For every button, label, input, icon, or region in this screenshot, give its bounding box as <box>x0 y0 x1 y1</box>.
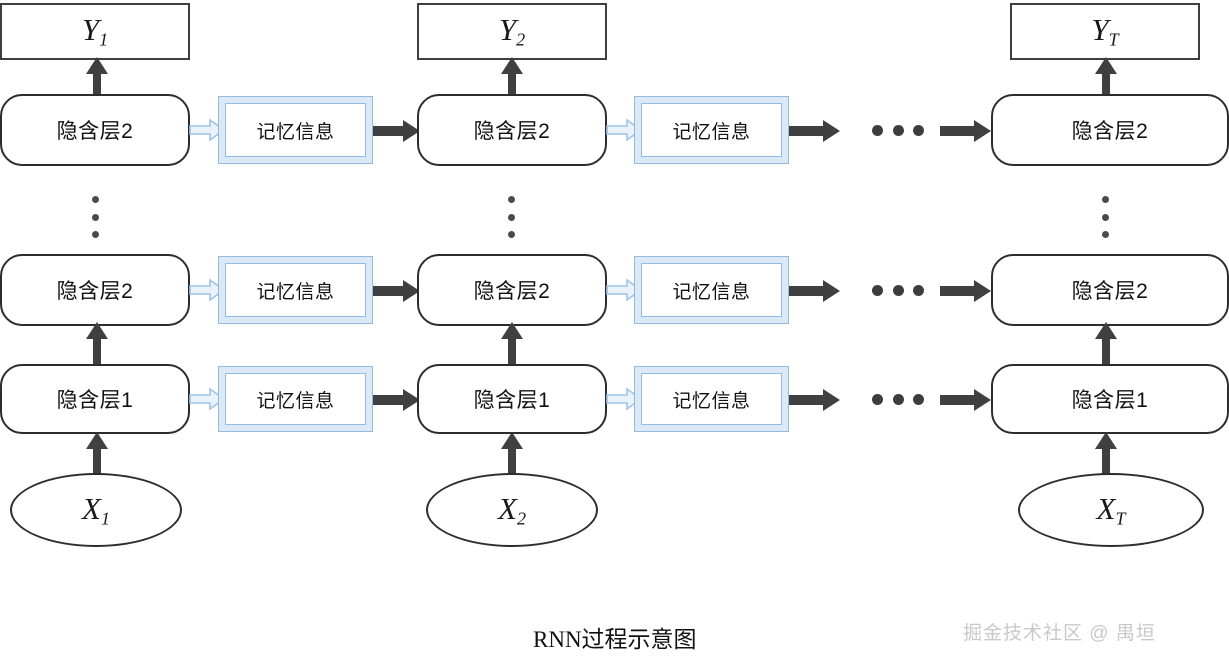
input-label-x1: X1 <box>82 490 110 529</box>
hidden-cell-t2-bottom[interactable]: 隐含层1 <box>417 364 607 434</box>
ellipsis-horizontal-bottom <box>872 394 924 405</box>
arrow-h1-to-h2-t1 <box>83 322 111 366</box>
arrow-h1-to-h2-t2 <box>498 322 526 366</box>
ellipsis-vertical-tT <box>1102 196 1109 238</box>
arrow-h2-to-y1 <box>83 57 111 97</box>
blue-arrow-t1-mid <box>189 278 226 302</box>
memory-cell-inner: 记忆信息 <box>225 373 366 425</box>
dot <box>92 196 99 203</box>
memory-cell-inner: 记忆信息 <box>641 263 782 317</box>
dot <box>872 125 883 136</box>
dark-arrow-dots-to-tT-top <box>940 120 992 142</box>
memory-cell-inner: 记忆信息 <box>225 103 366 157</box>
memory-cell-t1-bottom[interactable]: 记忆信息 <box>218 366 373 432</box>
hidden-cell-label: 隐含层2 <box>473 120 551 143</box>
memory-cell-label: 记忆信息 <box>672 121 751 143</box>
hidden-cell-t1-bottom[interactable]: 隐含层1 <box>0 364 190 434</box>
output-label-yt: YT <box>1091 12 1119 50</box>
dot <box>913 125 924 136</box>
dot <box>892 394 904 405</box>
dot <box>892 285 904 296</box>
hidden-cell-t2-top[interactable]: 隐含层2 <box>417 94 607 166</box>
dot <box>508 213 515 221</box>
hidden-cell-t1-mid[interactable]: 隐含层2 <box>0 254 190 326</box>
arrow-h2-to-yt <box>1092 57 1120 97</box>
hidden-cell-label: 隐含层2 <box>56 280 134 303</box>
watermark: 掘金技术社区 @ 禺垣 <box>963 623 1156 644</box>
blue-arrow-t1-top <box>189 118 226 142</box>
hidden-cell-label: 隐含层2 <box>1071 280 1149 303</box>
hidden-cell-label: 隐含层1 <box>1071 389 1149 412</box>
memory-cell-inner: 记忆信息 <box>641 103 782 157</box>
dark-arrow-t1-to-t2-mid <box>373 280 421 302</box>
hidden-cell-label: 隐含层2 <box>1071 120 1149 143</box>
dark-arrow-t2-to-dots-mid <box>789 280 841 302</box>
dot <box>92 231 99 238</box>
hidden-cell-label: 隐含层1 <box>56 389 134 412</box>
dot <box>1102 213 1109 221</box>
memory-cell-t2-mid[interactable]: 记忆信息 <box>634 256 789 324</box>
arrow-xt-to-h1 <box>1092 432 1120 476</box>
hidden-cell-label: 隐含层2 <box>473 280 551 303</box>
blue-arrow-t1-bottom <box>189 387 226 411</box>
input-oval-x1: X1 <box>10 473 182 547</box>
ellipsis-horizontal-top <box>872 125 924 136</box>
hidden-cell-t1-top[interactable]: 隐含层2 <box>0 94 190 166</box>
output-box-y1: Y1 <box>0 3 190 60</box>
input-label-x2: X2 <box>498 490 526 529</box>
input-oval-x2: X2 <box>426 473 598 547</box>
dark-arrow-t2-to-dots-top <box>789 120 841 142</box>
dot <box>1102 231 1109 238</box>
hidden-cell-tT-top[interactable]: 隐含层2 <box>991 94 1229 166</box>
memory-cell-t1-top[interactable]: 记忆信息 <box>218 96 373 164</box>
dot <box>508 231 515 238</box>
dot <box>872 285 883 296</box>
dark-arrow-dots-to-tT-mid <box>940 280 992 302</box>
dark-arrow-t1-to-t2-top <box>373 120 421 142</box>
hidden-cell-label: 隐含层2 <box>56 120 134 143</box>
output-label-y2: Y2 <box>498 12 526 50</box>
output-box-y2: Y2 <box>417 3 607 60</box>
arrow-h2-to-y2 <box>498 57 526 97</box>
input-label-xt: XT <box>1096 490 1126 529</box>
dot <box>892 125 904 136</box>
dark-arrow-dots-to-tT-bottom <box>940 389 992 411</box>
dark-arrow-t1-to-t2-bottom <box>373 389 421 411</box>
dark-arrow-t2-to-dots-bottom <box>789 389 841 411</box>
dot <box>913 394 924 405</box>
memory-cell-label: 记忆信息 <box>256 281 335 303</box>
memory-cell-inner: 记忆信息 <box>225 263 366 317</box>
dot <box>872 394 883 405</box>
dot <box>508 196 515 203</box>
output-box-yt: YT <box>1010 3 1200 60</box>
arrow-h1-to-h2-tT <box>1092 322 1120 366</box>
memory-cell-t2-top[interactable]: 记忆信息 <box>634 96 789 164</box>
hidden-cell-tT-bottom[interactable]: 隐含层1 <box>991 364 1229 434</box>
memory-cell-label: 记忆信息 <box>672 281 751 303</box>
ellipsis-vertical-t2 <box>508 196 515 238</box>
diagram-caption: RNN过程示意图 <box>533 627 697 652</box>
memory-cell-t1-mid[interactable]: 记忆信息 <box>218 256 373 324</box>
arrow-x2-to-h1 <box>498 432 526 476</box>
memory-cell-t2-bottom[interactable]: 记忆信息 <box>634 366 789 432</box>
hidden-cell-t2-mid[interactable]: 隐含层2 <box>417 254 607 326</box>
dot <box>913 285 924 296</box>
ellipsis-vertical-t1 <box>92 196 99 238</box>
memory-cell-label: 记忆信息 <box>256 390 335 412</box>
output-label-y1: Y1 <box>81 12 109 50</box>
memory-cell-label: 记忆信息 <box>672 390 751 412</box>
hidden-cell-label: 隐含层1 <box>473 389 551 412</box>
memory-cell-inner: 记忆信息 <box>641 373 782 425</box>
arrow-x1-to-h1 <box>83 432 111 476</box>
memory-cell-label: 记忆信息 <box>256 121 335 143</box>
dot <box>92 213 99 221</box>
hidden-cell-tT-mid[interactable]: 隐含层2 <box>991 254 1229 326</box>
dot <box>1102 196 1109 203</box>
input-oval-xt: XT <box>1018 473 1204 547</box>
ellipsis-horizontal-mid <box>872 285 924 296</box>
